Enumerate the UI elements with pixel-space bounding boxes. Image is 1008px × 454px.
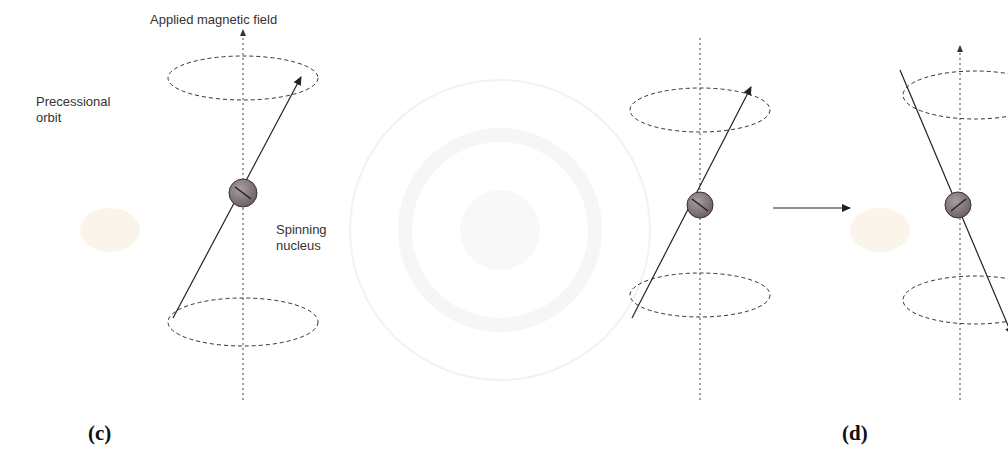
transition-arrow (773, 207, 850, 208)
watermark (80, 80, 910, 380)
orbit-label: Precessional orbit (36, 94, 116, 126)
nucleus-label: Spinning nucleus (276, 222, 346, 254)
precession-figure-d-before (630, 36, 770, 400)
precession-figure-c (168, 30, 318, 400)
axis-label: Applied magnetic field (150, 12, 350, 28)
precession-figure-d-after (900, 46, 1008, 400)
figure-label: (c) (88, 421, 138, 445)
figure-label: (d) (842, 421, 892, 445)
